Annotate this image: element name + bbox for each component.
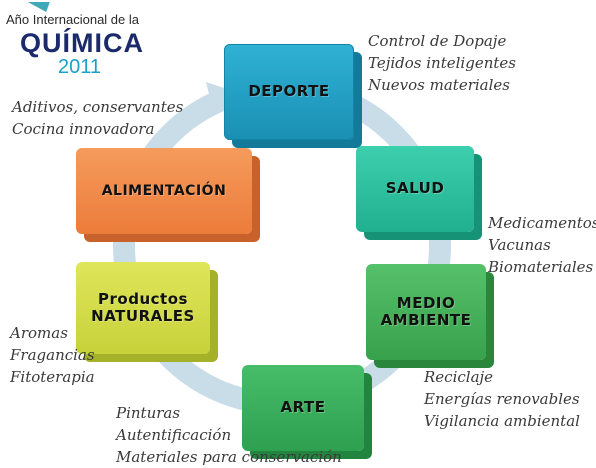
notes-medio-ambiente: Reciclaje Energías renovables Vigilancia… (424, 366, 580, 432)
node-deporte: DEPORTE (224, 44, 354, 140)
node-alimentacion-label: ALIMENTACIÓN (101, 182, 227, 199)
note-item: Cocina innovadora (12, 120, 155, 138)
node-medio-ambiente-label-line2: AMBIENTE (380, 311, 472, 329)
node-productos-naturales-label: Productos NATURALES (91, 289, 195, 326)
note-item: Fragancias (10, 346, 95, 364)
note-item: Vigilancia ambiental (424, 412, 580, 430)
note-item: Tejidos inteligentes (368, 54, 516, 72)
notes-arte: Pinturas Autentificación Materiales para… (116, 402, 342, 468)
note-item: Vacunas (488, 236, 551, 254)
node-salud: SALUD (356, 146, 474, 232)
note-item: Reciclaje (424, 368, 494, 386)
note-item: Autentificación (116, 426, 232, 444)
node-arte-label: ARTE (280, 398, 326, 417)
logo: Año Internacional de la QUÍMICA 2011 (6, 2, 176, 80)
node-productos-naturales: Productos NATURALES (76, 262, 210, 354)
note-item: Medicamentos (488, 214, 596, 232)
note-item: Biomateriales (488, 258, 594, 276)
note-item: Control de Dopaje (368, 32, 507, 50)
node-deporte-label: DEPORTE (248, 82, 330, 101)
note-item: Nuevos materiales (368, 76, 510, 94)
node-salud-label: SALUD (385, 179, 445, 198)
notes-productos-naturales: Aromas Fragancias Fitoterapia (10, 322, 95, 388)
notes-deporte: Control de Dopaje Tejidos inteligentes N… (368, 30, 516, 96)
logo-line2: QUÍMICA (20, 28, 144, 58)
notes-salud: Medicamentos Vacunas Biomateriales (488, 212, 596, 278)
note-item: Energías renovables (424, 390, 580, 408)
node-productos-naturales-label-line1: Productos (98, 289, 188, 308)
node-medio-ambiente: MEDIO AMBIENTE (366, 264, 486, 360)
note-item: Materiales para conservación (116, 448, 342, 466)
node-medio-ambiente-label: MEDIO AMBIENTE (380, 293, 472, 330)
note-item: Aditivos, conservantes (12, 98, 184, 116)
logo-line1: Año Internacional de la (6, 12, 139, 27)
node-alimentacion: ALIMENTACIÓN (76, 148, 252, 234)
note-item: Pinturas (116, 404, 181, 422)
node-arte: ARTE (242, 365, 364, 451)
logo-line3: 2011 (58, 56, 102, 78)
note-item: Aromas (10, 324, 68, 342)
note-item: Fitoterapia (10, 368, 95, 386)
node-medio-ambiente-label-line1: MEDIO (396, 293, 456, 312)
notes-alimentacion: Aditivos, conservantes Cocina innovadora (12, 96, 183, 140)
node-productos-naturales-label-line2: NATURALES (91, 307, 195, 325)
